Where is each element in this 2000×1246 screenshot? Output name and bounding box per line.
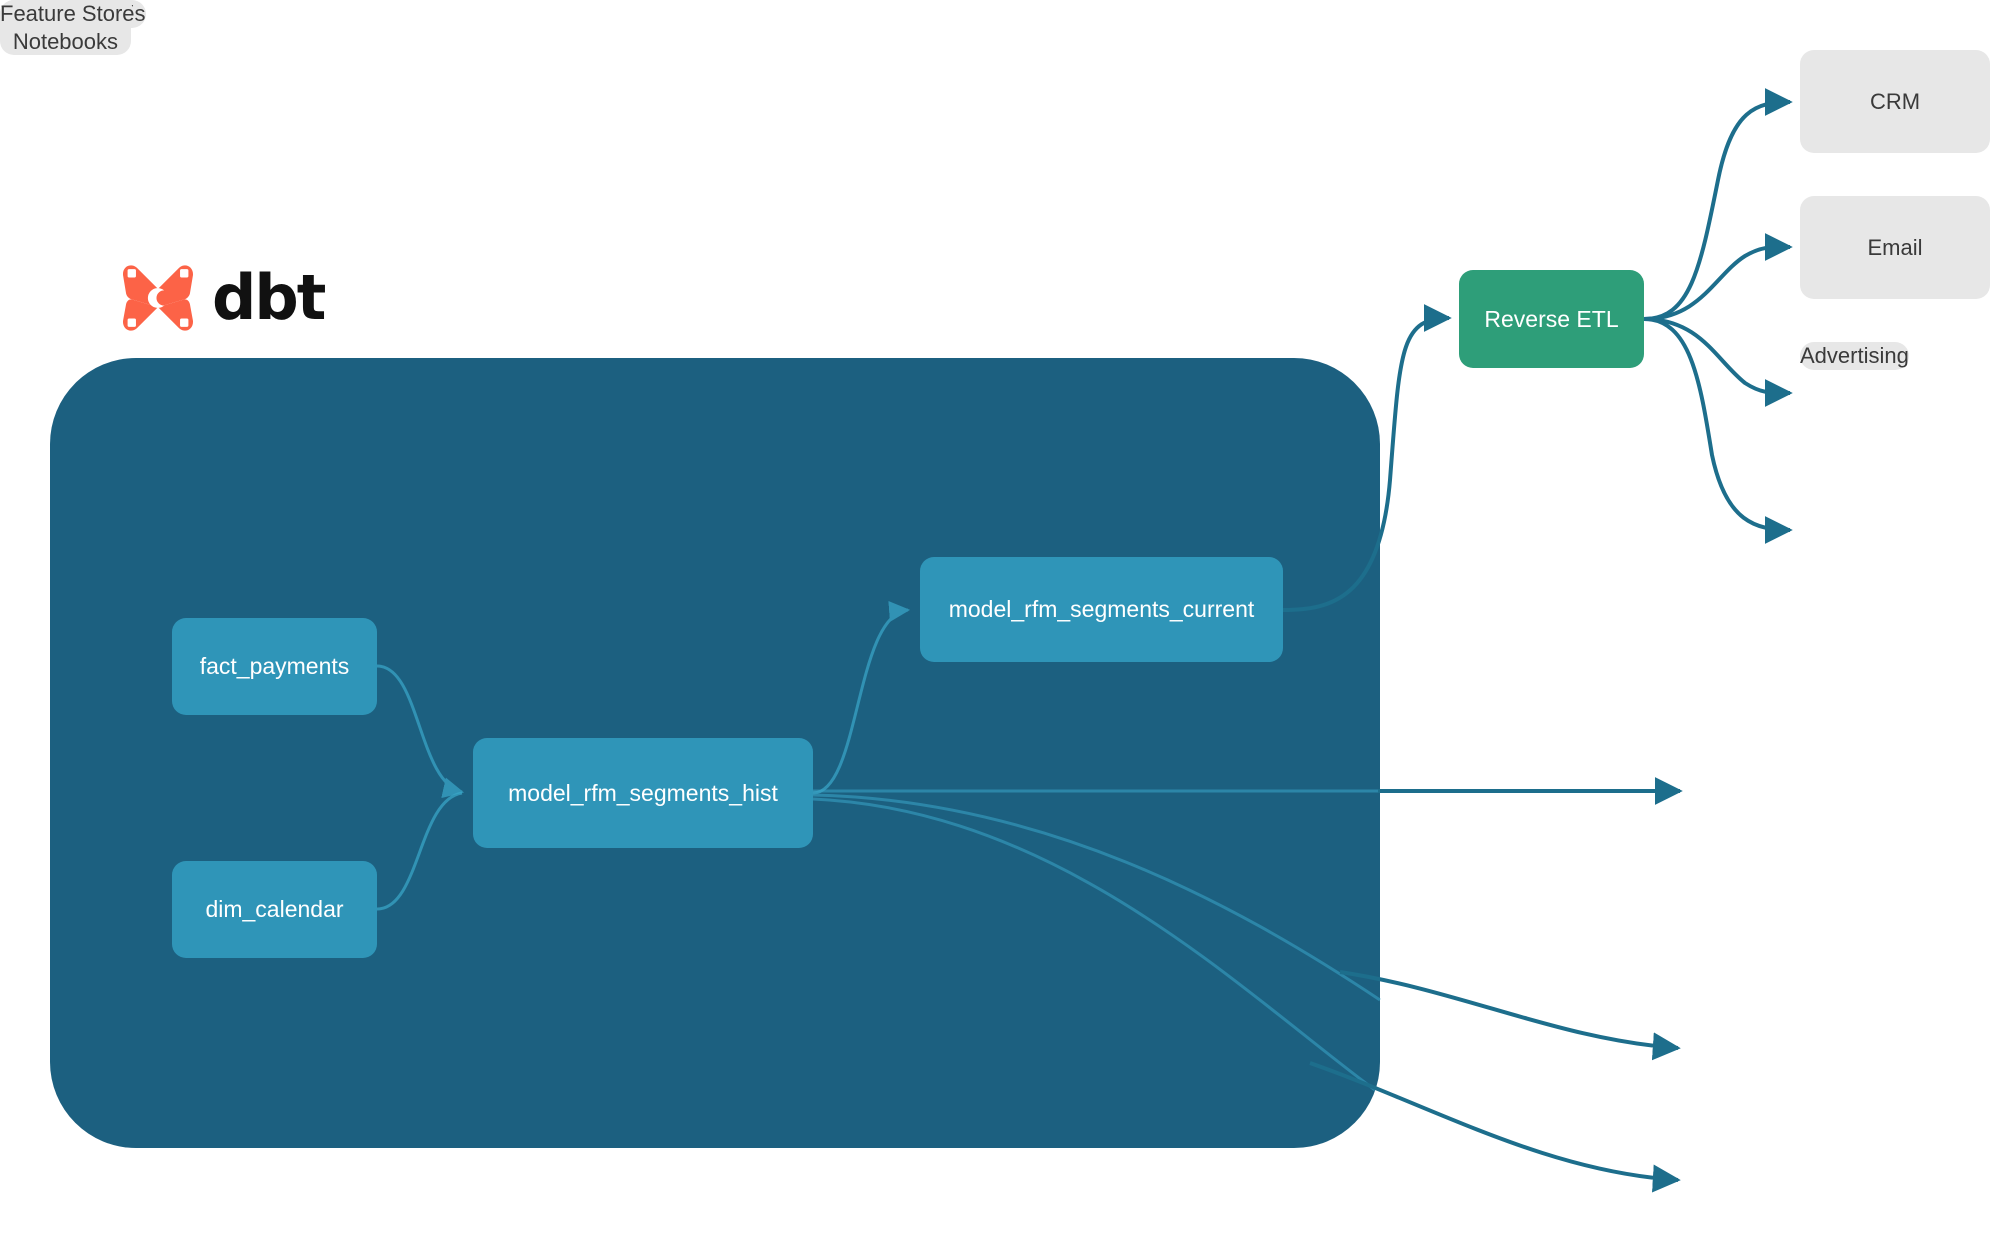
node-label: fact_payments bbox=[199, 653, 350, 680]
node-label: Reverse ETL bbox=[1484, 305, 1619, 332]
edge-reverse-etl-to-email bbox=[1643, 232, 1793, 321]
destination-node-feature-store[interactable]: Feature Store bbox=[0, 0, 135, 28]
node-label: dim_calendar bbox=[205, 896, 344, 923]
destination-node-email[interactable]: Email bbox=[1800, 196, 1990, 299]
node-label: Advertising bbox=[1800, 343, 1909, 368]
node-label: model_rfm_segments_current bbox=[948, 596, 1255, 623]
dbt-logo: dbt bbox=[120, 258, 340, 338]
node-label: CRM bbox=[1869, 88, 1921, 114]
edge-reverse-etl-to-advertising bbox=[1643, 317, 1793, 408]
node-label-line2: Notebooks bbox=[12, 28, 119, 54]
reverse-etl-node[interactable]: Reverse ETL bbox=[1459, 270, 1644, 368]
model-node-rfm-segments-current[interactable]: model_rfm_segments_current bbox=[920, 557, 1283, 662]
dbt-x-mark-icon bbox=[122, 265, 194, 331]
node-label: Email bbox=[1867, 234, 1923, 260]
destination-node-advertising[interactable]: Advertising bbox=[1800, 342, 1909, 370]
node-label: model_rfm_segments_hist bbox=[508, 779, 778, 806]
edge-reverse-etl-to-crm bbox=[1643, 88, 1793, 321]
model-node-rfm-segments-hist[interactable]: model_rfm_segments_hist bbox=[473, 738, 813, 848]
destination-node-crm[interactable]: CRM bbox=[1800, 50, 1990, 153]
edge-to-ds-notebooks bbox=[1339, 970, 1681, 1061]
edge-reverse-etl-to-sms-push bbox=[1643, 317, 1793, 544]
model-node-fact-payments[interactable]: fact_payments bbox=[172, 618, 377, 715]
dbt-wordmark: dbt bbox=[212, 261, 326, 334]
node-label: Feature Store bbox=[0, 1, 135, 26]
model-node-dim-calendar[interactable]: dim_calendar bbox=[172, 861, 377, 958]
